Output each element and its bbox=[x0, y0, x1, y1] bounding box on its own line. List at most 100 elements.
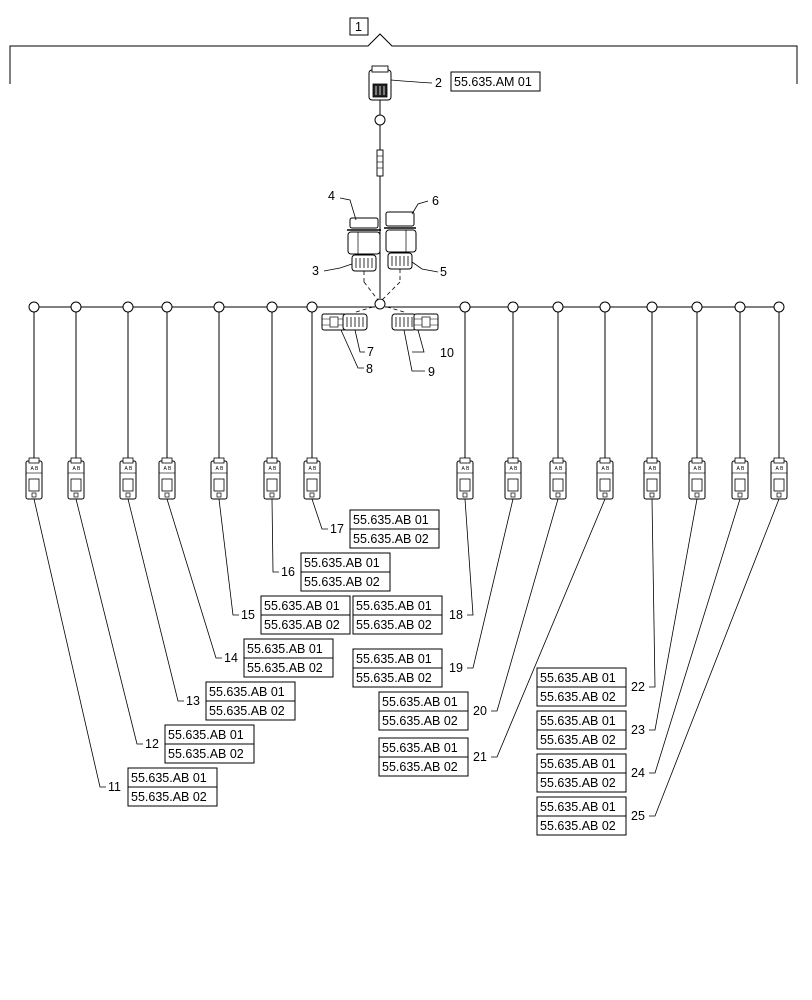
assembly-item-box bbox=[349, 17, 369, 36]
branch-ref-label: 55.635.AB 01 bbox=[356, 599, 432, 613]
branch-item-number: 14 bbox=[224, 651, 238, 665]
branch-node bbox=[306, 301, 318, 313]
connector-7-10-leaders bbox=[340, 329, 425, 372]
branch-connector-11 bbox=[25, 457, 43, 500]
main-connector-2 bbox=[368, 65, 392, 101]
assembly-item-label: 1 bbox=[355, 20, 362, 34]
branch-ref-label: 55.635.AB 01 bbox=[382, 741, 458, 755]
branch-item-number: 11 bbox=[108, 780, 121, 794]
connector-8 bbox=[321, 313, 347, 331]
branch-connector-14 bbox=[158, 457, 176, 500]
branch-leader bbox=[218, 498, 239, 616]
branch-leader bbox=[491, 498, 606, 758]
branch-ref-box bbox=[205, 700, 296, 721]
branch-item-number: 12 bbox=[145, 737, 159, 751]
branch-node bbox=[28, 301, 40, 313]
branch-ref-label: 55.635.AB 02 bbox=[540, 776, 616, 790]
branch-item-number: 23 bbox=[631, 723, 645, 737]
branch-ref-label: 55.635.AB 01 bbox=[168, 728, 244, 742]
branch-leader bbox=[127, 498, 184, 702]
branch-leader bbox=[464, 498, 474, 616]
branch-ref-box bbox=[349, 528, 440, 549]
branch-ref-box bbox=[536, 686, 627, 707]
branch-ref-label: 55.635.AB 02 bbox=[540, 690, 616, 704]
branch-ref-label: 55.635.AB 01 bbox=[131, 771, 207, 785]
branch-ref-box bbox=[300, 571, 391, 592]
branch-circuits: 11 55.635.AB 01 55.635.AB 02 12 55.635.AB 01… bbox=[25, 301, 788, 836]
branch-ref-label: 55.635.AB 01 bbox=[247, 642, 323, 656]
branch-item-number: 16 bbox=[281, 565, 295, 579]
connector-4 bbox=[347, 217, 381, 255]
branch-ref-label: 55.635.AB 01 bbox=[209, 685, 285, 699]
branch-ref-box bbox=[536, 772, 627, 793]
branch-connector-16 bbox=[263, 457, 281, 500]
branch-leader bbox=[649, 498, 780, 817]
branch-leader bbox=[33, 498, 106, 788]
branch-leader bbox=[467, 498, 514, 669]
branch-ref-box bbox=[352, 614, 443, 635]
branch-item-number: 13 bbox=[186, 694, 200, 708]
assembly-bracket bbox=[9, 33, 798, 84]
item-3-label: 3 bbox=[312, 264, 319, 278]
branch-item-number: 22 bbox=[631, 680, 645, 694]
branch-ref-box bbox=[164, 743, 255, 764]
branch-item-number: 20 bbox=[473, 704, 487, 718]
connector-5 bbox=[387, 252, 413, 270]
branch-ref-label: 55.635.AB 02 bbox=[168, 747, 244, 761]
branch-node bbox=[552, 301, 564, 313]
branch-leader bbox=[649, 498, 741, 774]
branch-ref-box bbox=[352, 667, 443, 688]
branch-ref-label: 55.635.AB 02 bbox=[540, 733, 616, 747]
branch-ref-label: 55.635.AB 01 bbox=[356, 652, 432, 666]
branch-ref-label: 55.635.AB 01 bbox=[353, 513, 429, 527]
branch-leader bbox=[311, 498, 328, 530]
branch-connector-19 bbox=[504, 457, 522, 500]
branch-node bbox=[646, 301, 658, 313]
branch-node bbox=[507, 301, 519, 313]
connector-6 bbox=[384, 211, 417, 253]
branch-ref-label: 55.635.AB 02 bbox=[382, 714, 458, 728]
branch-node bbox=[70, 301, 82, 313]
branch-connector-18 bbox=[456, 457, 474, 500]
branch-ref-label: 55.635.AB 02 bbox=[540, 819, 616, 833]
branch-item-number: 19 bbox=[449, 661, 463, 675]
branch-ref-label: 55.635.AB 02 bbox=[304, 575, 380, 589]
branch-ref-box bbox=[243, 657, 334, 678]
branch-leader bbox=[491, 498, 559, 712]
branch-ref-label: 55.635.AB 02 bbox=[131, 790, 207, 804]
branch-ref-label: 55.635.AB 01 bbox=[540, 671, 616, 685]
item-5-label: 5 bbox=[440, 265, 447, 279]
main-connector-ref-box bbox=[450, 71, 541, 92]
item-10-label: 10 bbox=[440, 346, 454, 360]
branch-node bbox=[599, 301, 611, 313]
branch-item-number: 17 bbox=[330, 522, 344, 536]
branch-ref-box bbox=[260, 614, 351, 635]
branch-item-number: 21 bbox=[473, 750, 487, 764]
branch-ref-label: 55.635.AB 01 bbox=[540, 757, 616, 771]
branch-ref-label: 55.635.AB 02 bbox=[382, 760, 458, 774]
branch-item-number: 25 bbox=[631, 809, 645, 823]
branch-leader bbox=[75, 498, 143, 745]
item-8-label: 8 bbox=[366, 362, 373, 376]
connector-3 bbox=[351, 254, 377, 272]
branch-connector-13 bbox=[119, 457, 137, 500]
branch-connector-24 bbox=[731, 457, 749, 500]
item-4-label: 4 bbox=[328, 189, 335, 203]
branch-connector-23 bbox=[688, 457, 706, 500]
branch-connector-15 bbox=[210, 457, 228, 500]
branch-connector-22 bbox=[643, 457, 661, 500]
branch-node bbox=[213, 301, 225, 313]
connector-10 bbox=[413, 313, 439, 331]
leader-item-5 bbox=[411, 261, 439, 273]
branch-leader bbox=[271, 498, 279, 573]
main-connector-ref: 55.635.AM 01 bbox=[454, 75, 532, 89]
branch-node bbox=[459, 301, 471, 313]
branch-leader bbox=[649, 498, 656, 688]
branch-leader bbox=[166, 498, 222, 659]
branch-connector-12 bbox=[67, 457, 85, 500]
branch-leader bbox=[649, 498, 698, 731]
branch-connector-17 bbox=[303, 457, 321, 500]
branch-ref-label: 55.635.AB 01 bbox=[540, 800, 616, 814]
connector-7 bbox=[342, 313, 368, 331]
